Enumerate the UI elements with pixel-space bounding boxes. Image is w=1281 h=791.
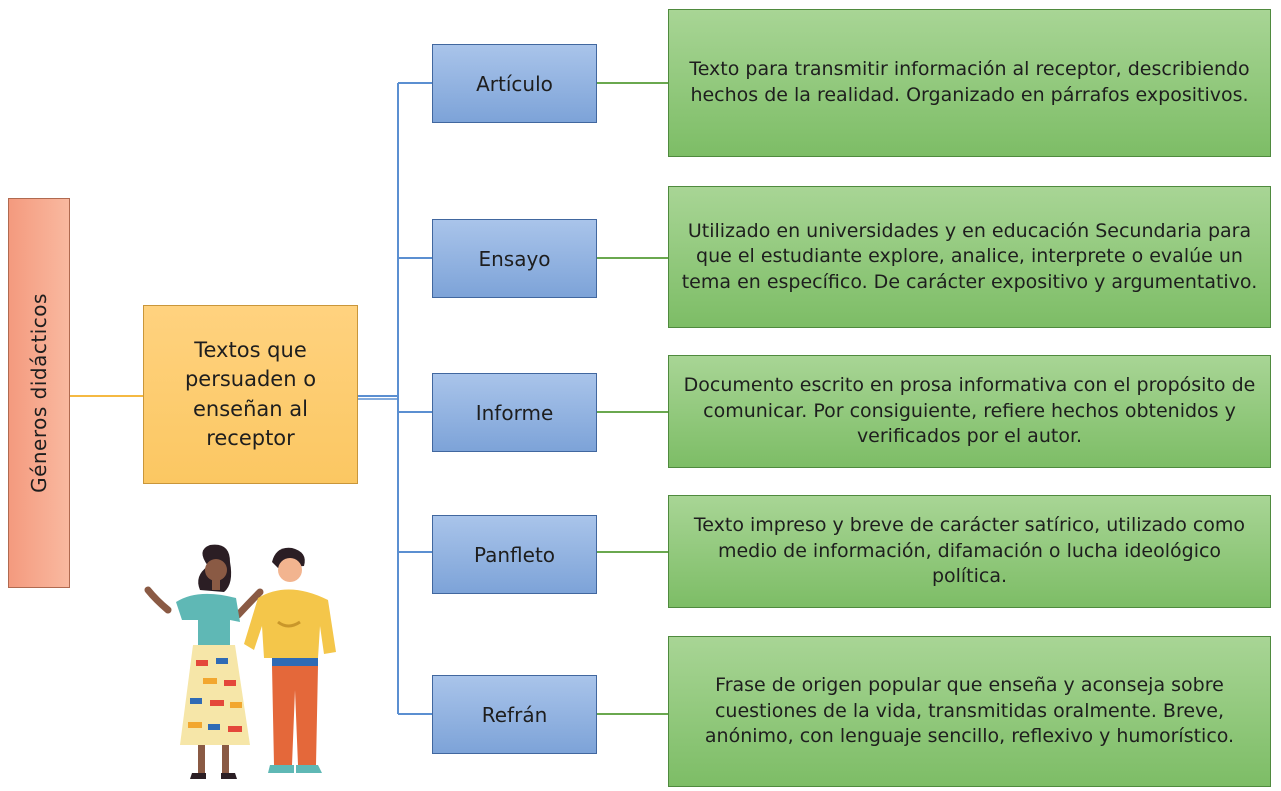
category-label: Informe (475, 400, 554, 425)
category-label: Panfleto (473, 542, 556, 567)
description-text: Documento escrito en prosa informativa c… (683, 374, 1256, 448)
description-ensayo: Utilizado en universidades y en educació… (668, 186, 1271, 328)
category-label: Refrán (481, 702, 548, 727)
description-text: Texto para transmitir información al rec… (689, 58, 1250, 106)
description-refran: Frase de origen popular que enseña y aco… (668, 636, 1271, 787)
root-node: Géneros didácticos (8, 198, 70, 588)
category-articulo: Artículo (432, 44, 597, 123)
description-informe: Documento escrito en prosa informativa c… (668, 355, 1271, 468)
description-panfleto: Texto impreso y breve de carácter satíri… (668, 495, 1271, 608)
description-text: Frase de origen popular que enseña y aco… (704, 674, 1235, 748)
category-refran: Refrán (432, 675, 597, 754)
category-panfleto: Panfleto (432, 515, 597, 594)
mid-node: Textos que persuaden o enseñan al recept… (143, 305, 358, 484)
description-text: Utilizado en universidades y en educació… (681, 219, 1258, 293)
man-figure (244, 547, 336, 773)
description-text: Texto impreso y breve de carácter satíri… (693, 514, 1246, 588)
mid-label: Textos que persuaden o enseñan al recept… (184, 337, 317, 450)
category-ensayo: Ensayo (432, 219, 597, 298)
category-label: Ensayo (478, 246, 551, 271)
category-label: Artículo (476, 71, 553, 96)
description-articulo: Texto para transmitir información al rec… (668, 9, 1271, 157)
root-label: Géneros didácticos (27, 293, 51, 493)
woman-figure (144, 544, 264, 779)
two-people-illustration (144, 544, 336, 779)
category-informe: Informe (432, 373, 597, 452)
